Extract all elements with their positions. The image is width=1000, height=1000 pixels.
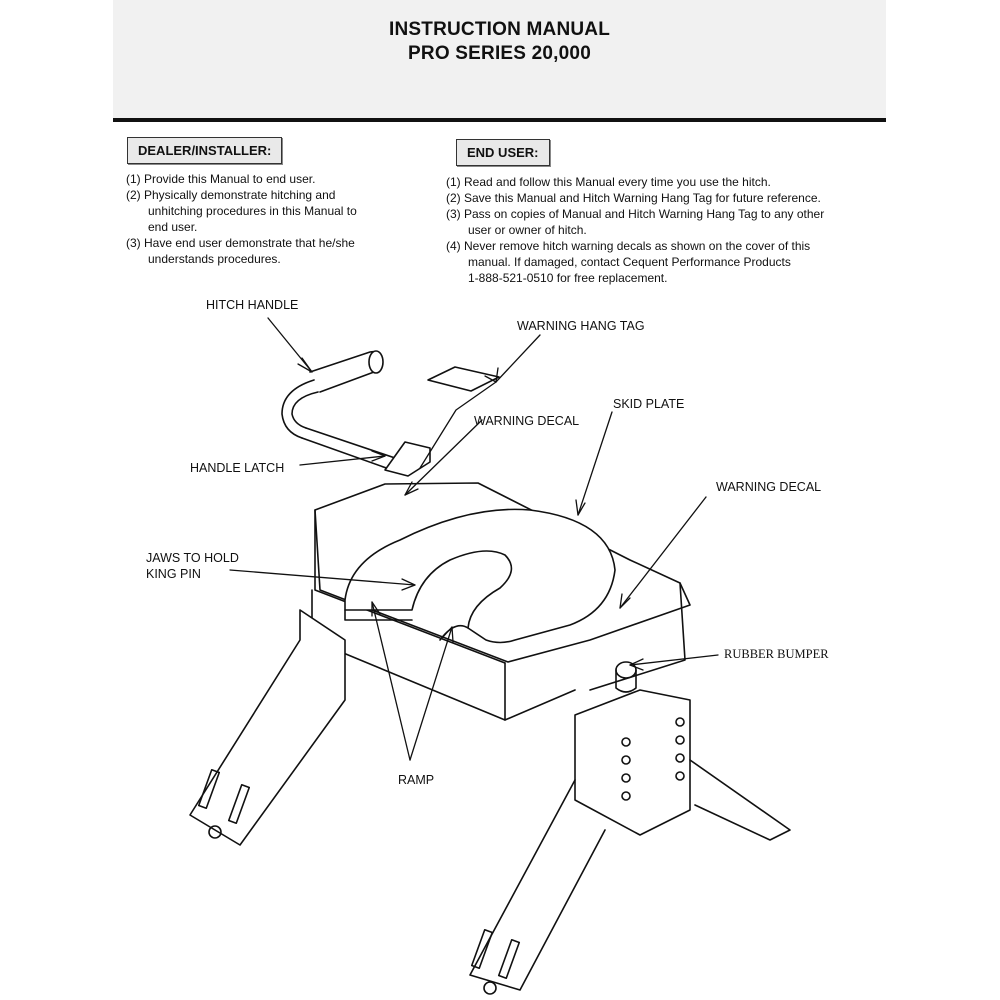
callout-rubber-bumper: RUBBER BUMPER (724, 647, 829, 661)
callout-warning-decal-right: WARNING DECAL (716, 480, 822, 494)
callout-skid-plate: SKID PLATE (613, 397, 685, 411)
enduser-item: (1) Read and follow this Manual every ti… (446, 175, 771, 189)
handle-latch-drawing (384, 441, 431, 477)
header-rule (113, 118, 886, 122)
enduser-item: manual. If damaged, contact Cequent Perf… (468, 255, 791, 269)
dealer-item: understands procedures. (148, 252, 281, 266)
header-band (113, 0, 886, 119)
callout-jaws: JAWS TO HOLD (146, 551, 239, 565)
right-leg-drawing (469, 689, 791, 995)
dealer-item: unhitching procedures in this Manual to (148, 204, 357, 218)
enduser-item: (4) Never remove hitch warning decals as… (446, 239, 811, 253)
dealer-heading: DEALER/INSTALLER: (127, 137, 283, 164)
enduser-item: (3) Pass on copies of Manual and Hitch W… (446, 207, 825, 221)
hitch-body-drawing (311, 482, 691, 721)
callout-leaders (229, 317, 719, 761)
enduser-item: user or owner of hitch. (468, 223, 587, 237)
left-leg-drawing (189, 609, 346, 846)
page-subtitle: PRO SERIES 20,000 (408, 43, 591, 64)
callout-handle-latch: HANDLE LATCH (190, 461, 285, 475)
callout-warning-hang-tag: WARNING HANG TAG (517, 319, 645, 333)
dealer-item: end user. (148, 220, 198, 234)
hitch-handle-drawing (281, 350, 399, 471)
dealer-item: (3) Have end user demonstrate that he/sh… (126, 236, 355, 250)
dealer-item: (1) Provide this Manual to end user. (126, 172, 316, 186)
callout-hitch-handle: HITCH HANDLE (206, 298, 299, 312)
enduser-item: 1-888-521-0510 for free replacement. (468, 271, 668, 285)
enduser-item: (2) Save this Manual and Hitch Warning H… (446, 191, 821, 205)
callout-warning-decal: WARNING DECAL (474, 414, 580, 428)
enduser-heading: END USER: (456, 139, 550, 166)
hang-tag-drawing (427, 366, 500, 392)
callout-jaws-line2: KING PIN (146, 567, 201, 581)
callout-ramp: RAMP (398, 773, 435, 787)
page-title: INSTRUCTION MANUAL (388, 19, 611, 40)
dealer-item: (2) Physically demonstrate hitching and (126, 188, 336, 202)
